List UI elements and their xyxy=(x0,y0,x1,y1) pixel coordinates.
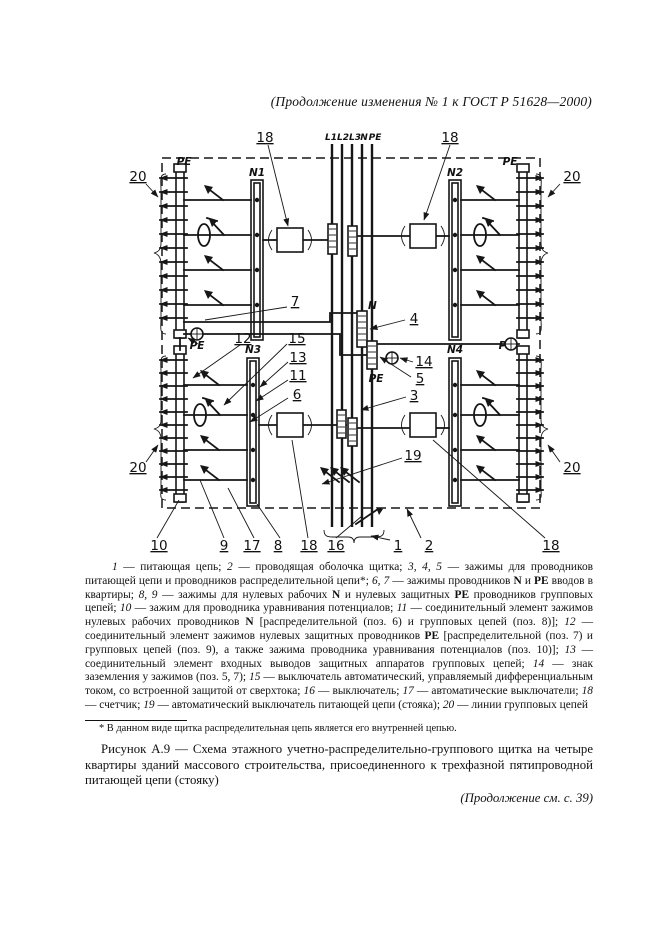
junction-dot xyxy=(452,477,458,483)
callout-11: 11 xyxy=(289,368,306,384)
callout-19: 19 xyxy=(404,448,421,464)
callout-6: 6 xyxy=(293,387,302,403)
junction-dot xyxy=(254,197,260,203)
junction-dot xyxy=(250,382,256,388)
junction-dot xyxy=(254,302,260,308)
callout-17: 17 xyxy=(243,538,260,554)
junction-dot xyxy=(452,232,458,238)
n-bus-label-n4: N4 xyxy=(447,344,463,356)
callout-20-top-left: 20 xyxy=(129,169,146,185)
footnote: * В данном виде щитка распределительная … xyxy=(99,722,457,734)
terminal-block xyxy=(336,409,347,439)
callout-20-top-right: 20 xyxy=(563,169,580,185)
ground-symbols xyxy=(190,327,518,365)
callout-10: 10 xyxy=(150,538,167,554)
callout-14: 14 xyxy=(415,354,432,370)
n-bus-label-n3: N3 xyxy=(245,344,261,356)
apartment-unit-top-right: PE N2 xyxy=(447,156,530,341)
bus-label-l2: L2 xyxy=(337,133,349,143)
apartment-unit-bottom-left: PE N3 xyxy=(173,337,261,507)
callout-13: 13 xyxy=(289,350,306,366)
junction-dot xyxy=(452,267,458,273)
callout-7: 7 xyxy=(291,294,300,310)
junction-dot xyxy=(250,447,256,453)
header-note: (Продолжение изменения № 1 к ГОСТ Р 5162… xyxy=(270,94,592,109)
callout-18-bottom-right: 18 xyxy=(542,538,559,554)
bus-label-l3: L3 xyxy=(349,133,361,143)
junction-dot xyxy=(452,197,458,203)
terminal-blocks xyxy=(327,223,378,447)
lower-text-block: 1 — питающая цепь; 2 — проводящая оболоч… xyxy=(85,561,593,806)
continuation-note: (Продолжение см. с. 39) xyxy=(460,791,593,806)
center-pe-label: PE xyxy=(369,373,385,385)
callout-12: 12 xyxy=(234,331,251,347)
pe-bus-label-top-left: PE xyxy=(177,156,193,168)
bus-label-n: N xyxy=(360,133,368,143)
callout-1: 1 xyxy=(394,538,403,554)
junction-dot xyxy=(452,382,458,388)
callout-18-bottom-left: 18 xyxy=(300,538,317,554)
pe-bus-label-bottom-left: PE xyxy=(190,340,206,352)
callout-4: 4 xyxy=(410,311,419,327)
callout-9: 9 xyxy=(220,538,229,554)
n-bus-label-n2: N2 xyxy=(447,167,463,179)
terminal-block xyxy=(347,417,358,447)
pe-bus-label-top-right: PE xyxy=(503,156,519,168)
legend-text: 1 — питающая цепь; 2 — проводящая оболоч… xyxy=(85,561,594,711)
callout-5: 5 xyxy=(416,371,425,387)
callout-2: 2 xyxy=(425,538,434,554)
junction-dots xyxy=(250,197,458,483)
apartment-unit-bottom-right: PE N4 xyxy=(447,340,530,507)
junction-dot xyxy=(254,267,260,273)
callout-3: 3 xyxy=(410,388,419,404)
center-n-label: N xyxy=(368,300,377,312)
junction-dot xyxy=(254,232,260,238)
figure-caption: Рисунок А.9 — Схема этажного учетно-расп… xyxy=(85,742,593,788)
callout-18-top-right: 18 xyxy=(441,130,458,146)
center-wiring xyxy=(179,312,520,356)
junction-dot xyxy=(250,477,256,483)
n-bus-label-n1: N1 xyxy=(249,167,265,179)
callout-20-bottom-right: 20 xyxy=(563,460,580,476)
junction-dot xyxy=(452,302,458,308)
bus-label-pe: PE xyxy=(369,133,383,143)
leader-lines xyxy=(145,144,561,541)
junction-dot xyxy=(452,412,458,418)
schematic-diagram: L1 L2 L3 N PE PE N1 xyxy=(129,130,580,554)
callout-15: 15 xyxy=(288,331,305,347)
terminal-block xyxy=(327,223,338,255)
junction-dot xyxy=(452,447,458,453)
footnote-rule xyxy=(85,719,187,721)
group-line-arrows xyxy=(159,175,544,493)
callout-labels: 18 18 20 20 20 20 7 12 15 13 11 6 4 14 5… xyxy=(129,130,580,554)
group-braces xyxy=(153,173,549,501)
callout-20-bottom-left: 20 xyxy=(129,460,146,476)
callout-18-top-left: 18 xyxy=(256,130,273,146)
terminal-block xyxy=(356,310,368,348)
callout-16: 16 xyxy=(327,538,344,554)
callout-8: 8 xyxy=(274,538,283,554)
energy-meters xyxy=(258,223,450,438)
junction-dot xyxy=(250,412,256,418)
terminal-block xyxy=(347,225,358,257)
bus-label-l1: L1 xyxy=(325,133,337,143)
terminal-block xyxy=(366,340,378,370)
